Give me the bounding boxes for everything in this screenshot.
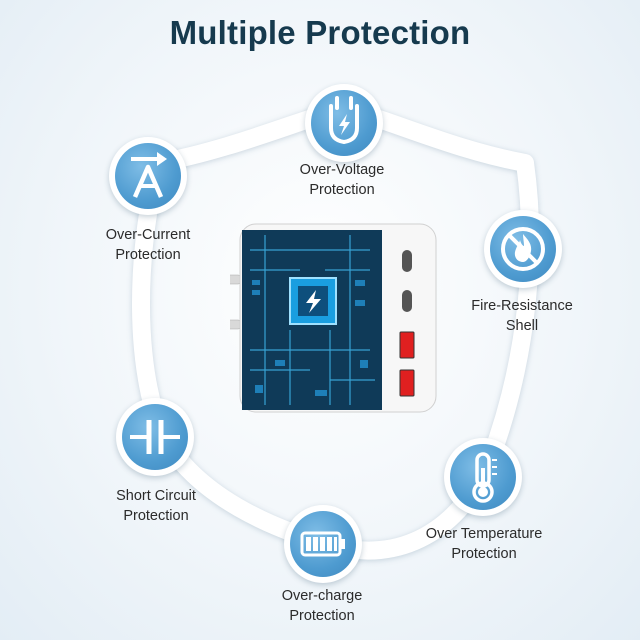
usb-a-port-1: [399, 331, 415, 359]
short-circuit-badge: [116, 398, 194, 476]
over-temperature-line1: Over Temperature: [425, 526, 543, 542]
short-circuit-line2: Protection: [123, 508, 189, 524]
over-current-line1: Over-Current: [105, 227, 191, 243]
over-charge-line2: Protection: [289, 608, 355, 624]
page-title: Multiple Protection: [169, 14, 471, 51]
over-voltage-badge: [305, 84, 383, 162]
short-circuit-label: Short Circuit Protection: [86, 486, 226, 526]
over-temperature-line2: Protection: [451, 546, 517, 562]
short-circuit-line1: Short Circuit: [116, 488, 196, 504]
usb-a-port-2: [399, 369, 415, 397]
over-charge-label: Over-charge Protection: [252, 586, 392, 626]
over-temperature-badge: [444, 438, 522, 516]
fire-resistance-line2: Shell: [505, 318, 539, 334]
no-fire-icon: [501, 227, 545, 271]
plug-prong-bottom: [230, 319, 241, 330]
usb-c-port-2: [402, 290, 412, 312]
over-temperature-label: Over Temperature Protection: [406, 524, 562, 564]
over-current-label: Over-Current Protection: [78, 225, 218, 265]
plug-prong-top: [230, 274, 241, 285]
over-voltage-label: Over-Voltage Protection: [272, 160, 412, 200]
fire-resistance-line1: Fire-Resistance: [471, 298, 573, 314]
thermometer-icon: [472, 452, 497, 503]
fire-resistance-badge: [484, 210, 562, 288]
usb-c-port-1: [402, 250, 412, 272]
plug-bolt-icon: [329, 96, 359, 145]
over-voltage-line1: Over-Voltage: [299, 162, 385, 178]
charger-image: [230, 223, 437, 413]
lightning-icon: [306, 290, 321, 313]
over-charge-line1: Over-charge: [281, 588, 363, 604]
over-charge-badge: [284, 505, 362, 583]
over-current-line2: Protection: [115, 247, 181, 263]
over-current-badge: [109, 137, 187, 215]
ampere-arrow-icon: [131, 152, 167, 198]
over-voltage-line2: Protection: [309, 182, 375, 198]
fire-resistance-label: Fire-Resistance Shell: [452, 296, 592, 336]
capacitor-icon: [130, 420, 180, 454]
battery-icon: [300, 531, 345, 557]
